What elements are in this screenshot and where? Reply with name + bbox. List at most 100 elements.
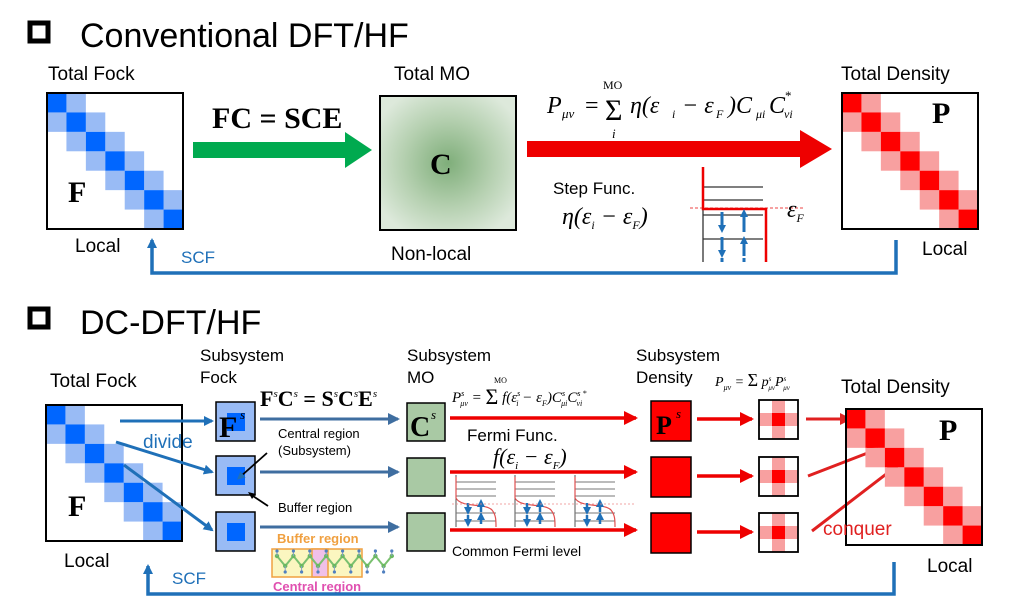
svg-text:s: s (676, 406, 681, 421)
common-fermi-label: Common Fermi level (452, 543, 581, 559)
fermi-diagram (455, 475, 497, 528)
density-locality-label: Local (927, 556, 972, 577)
svg-text:F: F (219, 411, 237, 444)
mo-symbol: C (430, 148, 452, 181)
total-density-matrix (845, 408, 983, 546)
total-fock-label: Total Fock (48, 64, 135, 85)
svg-text:C: C (410, 412, 430, 443)
diagonal-block (162, 521, 182, 541)
diagonal-block (846, 409, 866, 429)
svg-text:i: i (612, 126, 616, 141)
subsystem-density-label: Density (636, 368, 693, 387)
molecule-chain-illustration (271, 548, 394, 578)
off-diagonal-block (65, 405, 85, 425)
off-diagonal-block (846, 428, 866, 448)
density-symbol: P (939, 414, 957, 447)
diagonal-block (861, 112, 881, 132)
scf-label: SCF (172, 569, 206, 588)
diagonal-block (163, 209, 183, 229)
svg-text:μi: μi (755, 107, 765, 121)
off-diagonal-block (84, 463, 105, 483)
svg-text:i: i (672, 107, 675, 121)
fermi-diagram (514, 475, 556, 528)
off-diagonal-block (143, 521, 163, 541)
off-diagonal-block (904, 486, 924, 507)
subsystem-equation: FsCs = SsCsEs (260, 386, 377, 411)
off-diagonal-block (943, 486, 963, 507)
fock-symbol: F (68, 176, 86, 209)
conquer-arrow (811, 463, 900, 533)
subsystem-mo-box (406, 457, 446, 497)
off-diagonal-block (919, 151, 940, 171)
diagonal-block (904, 467, 924, 487)
divide-arrow (123, 463, 214, 532)
section-heading: Conventional DFT/HF (80, 17, 409, 55)
diagonal-block (65, 424, 85, 444)
subsystem-density-block (758, 512, 799, 553)
off-diagonal-block (84, 424, 105, 444)
total-fock-label: Total Fock (50, 371, 137, 392)
off-diagonal-block (124, 151, 145, 171)
total-density-matrix (841, 92, 979, 230)
off-diagonal-block (865, 409, 885, 429)
diagonal-block (144, 190, 164, 210)
section-checkbox-icon (27, 20, 51, 44)
mo-locality-label: Non-local (391, 244, 471, 265)
off-diagonal-block (66, 131, 86, 152)
diagonal-block (943, 506, 963, 526)
off-diagonal-block (124, 190, 145, 210)
matrix-border (845, 408, 983, 546)
matrix-border (841, 92, 979, 230)
divide-arrow (115, 440, 214, 475)
svg-text:)C: )C (726, 93, 753, 119)
diagonal-block (884, 447, 905, 468)
off-diagonal-block (904, 447, 924, 468)
off-diagonal-block (900, 170, 920, 191)
off-diagonal-block (47, 112, 67, 132)
off-diagonal-block (105, 170, 125, 191)
subsystem-fock-box: F s (215, 401, 256, 444)
off-diagonal-block (104, 482, 124, 503)
diagonal-block (865, 428, 885, 448)
red-arrow-icon (527, 130, 832, 168)
svg-text:Σ: Σ (605, 94, 622, 127)
diagonal-block (919, 170, 940, 191)
green-arrow-icon (193, 132, 372, 168)
diagonal-block (123, 482, 144, 503)
off-diagonal-block (958, 190, 978, 210)
buffer-region-legend: Buffer region (277, 531, 359, 546)
svg-text:*: * (785, 88, 792, 103)
svg-text:P: P (546, 93, 562, 119)
conquer-label: conquer (823, 519, 892, 540)
diagonal-block (143, 502, 163, 522)
off-diagonal-block (880, 151, 901, 171)
off-diagonal-block (861, 131, 881, 152)
subsystem-density-block (758, 399, 799, 440)
off-diagonal-block (104, 443, 124, 464)
density-locality-label: Local (922, 239, 967, 260)
fock-locality-label: Local (64, 551, 109, 572)
step-func-label: Step Func. (553, 179, 635, 198)
section-checkbox-icon (27, 306, 51, 330)
subsystem-density-box (650, 512, 692, 554)
fermi-level-symbol: εF (787, 197, 804, 225)
off-diagonal-block (105, 131, 125, 152)
diagonal-block (105, 151, 125, 171)
fermi-func-expression: f(εi − εF) (493, 444, 567, 472)
subsystem-fock-box (215, 511, 256, 552)
total-density-label: Total Density (841, 377, 950, 398)
diagonal-block (46, 405, 66, 425)
off-diagonal-block (861, 93, 881, 113)
fermi-func-label: Fermi Func. (467, 426, 558, 445)
step-function-diagram (690, 167, 805, 262)
density-equation: P μν = MO Σ i η(ε i − ε F )C μi C * νi (546, 78, 793, 141)
off-diagonal-block (85, 151, 106, 171)
central-region-pointer (237, 452, 268, 480)
total-density-label: Total Density (841, 64, 950, 85)
diagonal-block (939, 190, 959, 210)
off-diagonal-block (923, 467, 944, 487)
subsystem-density-block (758, 456, 799, 497)
